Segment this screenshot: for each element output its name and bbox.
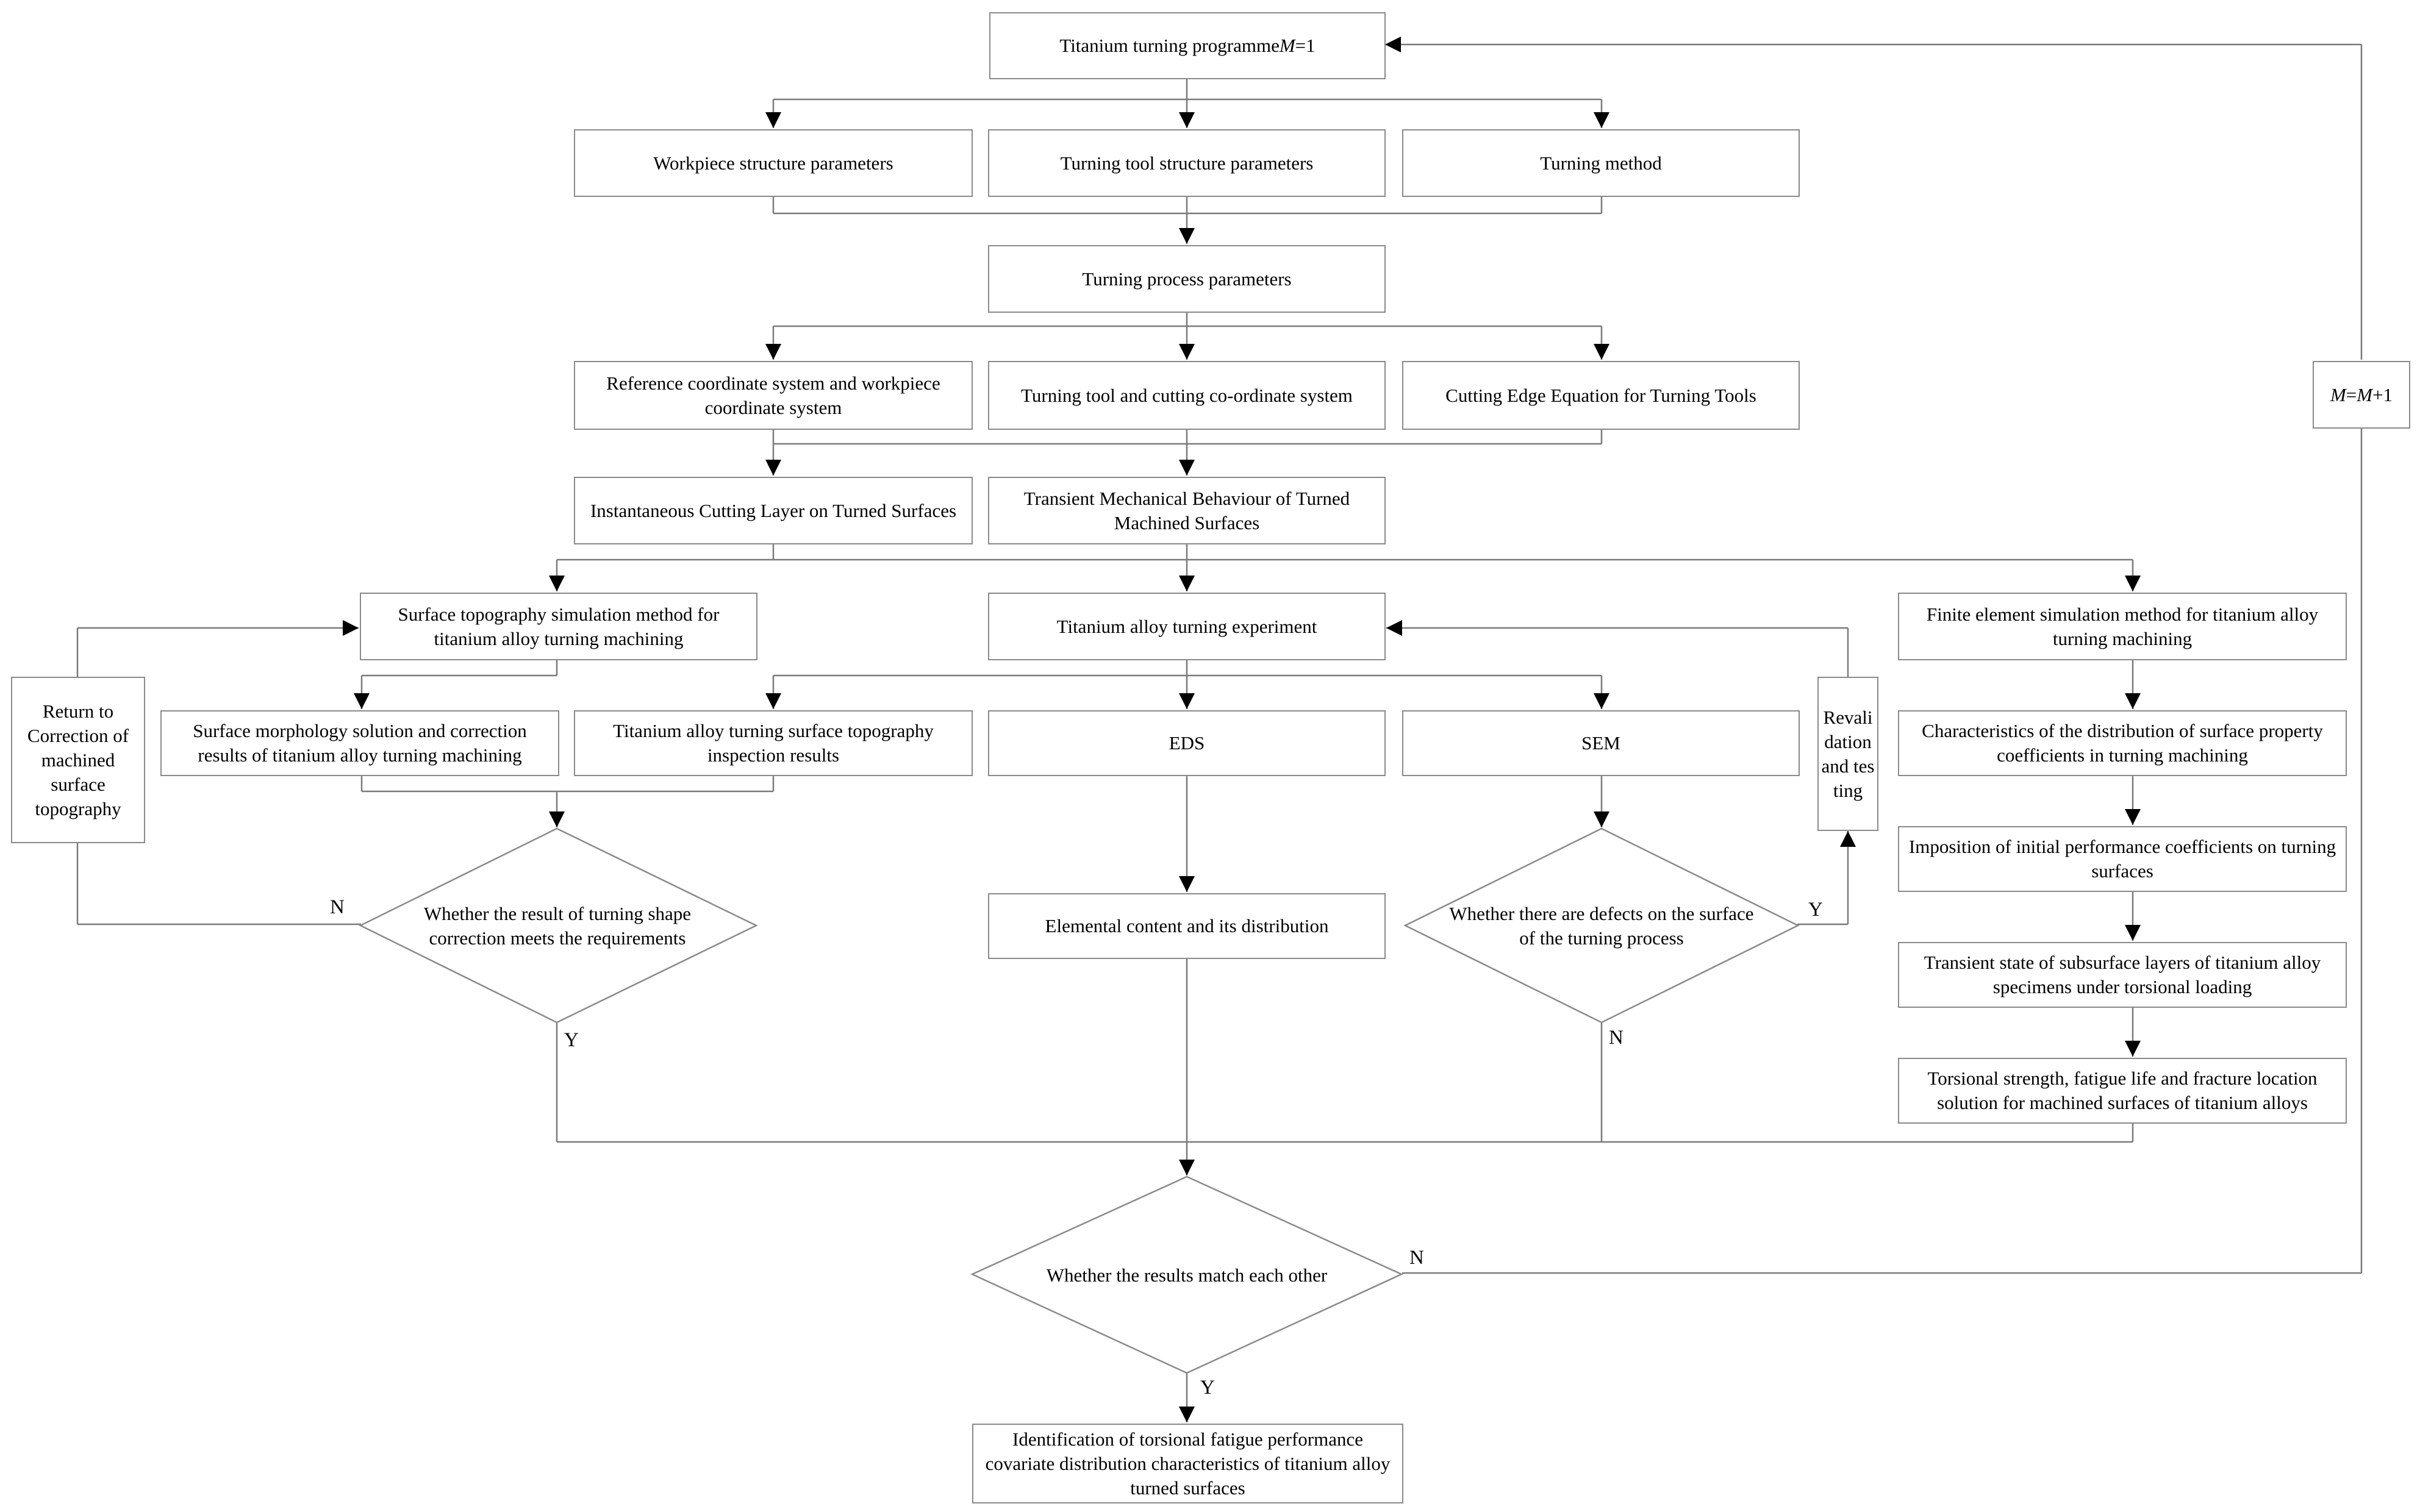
sem-box: SEM [1402, 710, 1800, 776]
decision-shape-correction-shape [359, 827, 758, 1024]
programme-box: Titanium turning programmeM=1 [989, 12, 1386, 79]
cutting-layer-box: Instantaneous Cutting Layer on Turned Su… [574, 477, 973, 544]
workpiece-params-label: Workpiece structure parameters [653, 152, 893, 174]
y-match-label: Y [1200, 1377, 1215, 1399]
m-increment-box: M=M+1 [2313, 361, 2410, 429]
transient-state-box: Transient state of subsurface layers of … [1898, 942, 2347, 1008]
decision-defects-shape [1403, 827, 1800, 1024]
edge-eq-label: Cutting Edge Equation for Turning Tools [1445, 384, 1756, 406]
decision-results-match-shape [970, 1175, 1404, 1374]
revalidation-label: Revalidation and testing [1821, 706, 1875, 801]
elemental-box: Elemental content and its distribution [988, 893, 1386, 959]
topo-inspection-box: Titanium alloy turning surface topograph… [574, 710, 973, 776]
eds-box: EDS [988, 710, 1386, 776]
fe-sim-box: Finite element simulation method for tit… [1898, 593, 2347, 660]
turning-method-box: Turning method [1402, 129, 1800, 197]
experiment-label: Titanium alloy turning experiment [1056, 615, 1317, 637]
tool-coord-label: Turning tool and cutting co-ordinate sys… [1021, 384, 1353, 406]
mech-behaviour-label: Transient Mechanical Behaviour of Turned… [1023, 487, 1350, 533]
topo-inspection-label: Titanium alloy turning surface topograph… [613, 720, 934, 766]
return-correction-label: Return to Correction of machined surface… [27, 700, 129, 819]
return-correction-box: Return to Correction of machined surface… [11, 677, 145, 843]
ref-coord-box: Reference coordinate system and workpiec… [574, 361, 973, 430]
m-increment-label: M=M+1 [2330, 383, 2393, 405]
tool-params-box: Turning tool structure parameters [988, 129, 1386, 197]
workpiece-params-box: Workpiece structure parameters [574, 129, 973, 197]
initial-perf-label: Imposition of initial performance coeffi… [1908, 836, 2336, 882]
surface-coeff-label: Characteristics of the distribution of s… [1922, 720, 2323, 766]
transient-state-label: Transient state of subsurface layers of … [1924, 952, 2321, 997]
initial-perf-box: Imposition of initial performance coeffi… [1898, 826, 2347, 892]
identification-box: Identification of torsional fatigue perf… [972, 1424, 1403, 1503]
morph-solution-box: Surface morphology solution and correcti… [160, 710, 559, 776]
mech-behaviour-box: Transient Mechanical Behaviour of Turned… [988, 477, 1386, 544]
ref-coord-label: Reference coordinate system and workpiec… [606, 372, 940, 418]
experiment-box: Titanium alloy turning experiment [988, 593, 1386, 660]
n-defects-label: N [1609, 1027, 1623, 1049]
eds-label: EDS [1169, 732, 1205, 754]
programme-label: Titanium turning programmeM=1 [1059, 35, 1316, 56]
y-shape-label: Y [564, 1029, 579, 1051]
surface-coeff-box: Characteristics of the distribution of s… [1898, 710, 2347, 776]
y-defects-label: Y [1808, 899, 1823, 921]
process-params-box: Turning process parameters [988, 245, 1386, 313]
topo-sim-label: Surface topography simulation method for… [398, 603, 720, 649]
revalidation-box: Revalidation and testing [1817, 677, 1878, 831]
elemental-label: Elemental content and its distribution [1045, 915, 1329, 936]
decision-defects-label: Whether there are defects on the surface… [1449, 903, 1754, 949]
morph-solution-label: Surface morphology solution and correcti… [193, 720, 527, 766]
edge-eq-box: Cutting Edge Equation for Turning Tools [1402, 361, 1800, 430]
process-params-label: Turning process parameters [1082, 268, 1292, 290]
fe-sim-label: Finite element simulation method for tit… [1926, 603, 2319, 649]
tool-coord-box: Turning tool and cutting co-ordinate sys… [988, 361, 1386, 430]
tool-params-label: Turning tool structure parameters [1060, 152, 1314, 174]
n-shape-label: N [330, 896, 345, 918]
n-match-label: N [1409, 1247, 1424, 1269]
decision-results-match-label: Whether the results match each other [1046, 1264, 1328, 1286]
turning-method-label: Turning method [1540, 152, 1662, 174]
torsional-strength-label: Torsional strength, fatigue life and fra… [1927, 1068, 2318, 1113]
identification-label: Identification of torsional fatigue perf… [985, 1428, 1391, 1499]
torsional-strength-box: Torsional strength, fatigue life and fra… [1898, 1058, 2347, 1124]
sem-label: SEM [1581, 732, 1620, 754]
decision-shape-correction-label: Whether the result of turning shape corr… [423, 903, 692, 949]
cutting-layer-label: Instantaneous Cutting Layer on Turned Su… [590, 499, 957, 521]
topo-sim-box: Surface topography simulation method for… [360, 593, 757, 660]
